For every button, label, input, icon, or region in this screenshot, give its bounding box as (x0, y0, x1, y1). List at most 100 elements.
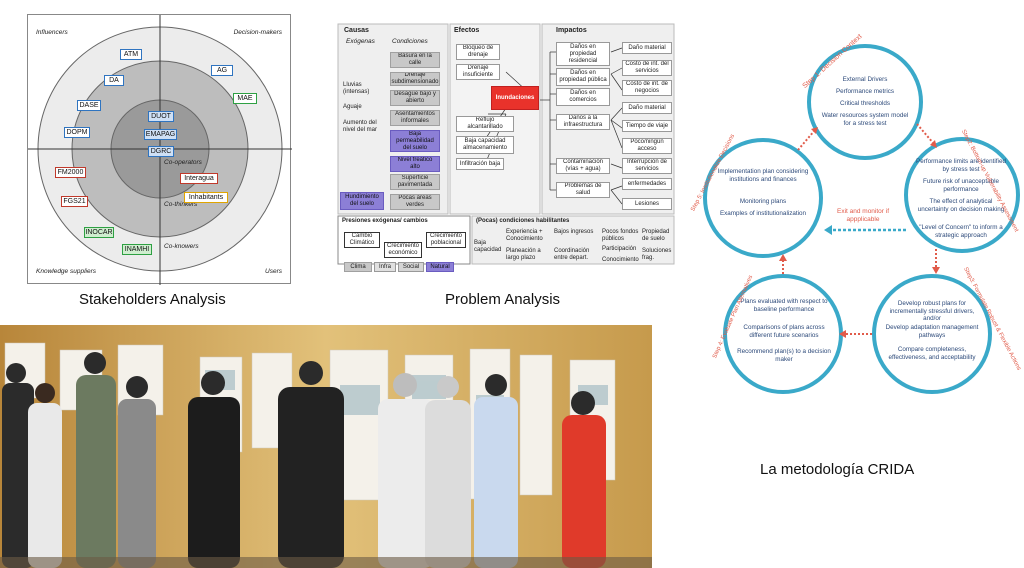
box-emapag: EMAPAG (144, 129, 177, 140)
header-impactos: Impactos (556, 27, 587, 34)
corner-decision-makers: Decision-makers (234, 29, 282, 36)
workshop-photo (0, 325, 652, 568)
impacto-residencial: Daños en propiedad residencial (556, 42, 610, 66)
exogena-hundimiento: Hundimiento del suelo (340, 192, 384, 210)
impacto2-interrupcion: Interrupción de servicios (622, 158, 672, 174)
pocas-title: (Pocas) condiciones habilitantes (476, 218, 569, 224)
pocas-participacion: Participación (602, 246, 642, 253)
pocas-soluciones: Soluciones frag. (642, 248, 674, 262)
presion-crecimiento-economico: Crecimiento económico (384, 242, 422, 258)
cond-basura: Basura en la calle (390, 52, 440, 68)
cond-superficie: Superficie pavimentada (390, 174, 440, 190)
pocas-coordinacion: Coordinación entre depart. (554, 248, 598, 262)
step5-item-3: Examples of institutionalization (716, 210, 810, 218)
step1-item-4: Water resources system model for a stres… (818, 112, 912, 127)
problem-analysis-diagram: Causas Efectos Impactos Exógenas Condici… (336, 22, 676, 272)
workshop-photo-illustration (0, 325, 652, 568)
cond-nivel-freatico: Nivel freático alto (390, 156, 440, 172)
impacto2-lesiones: Lesiones (622, 198, 672, 210)
box-da: DA (104, 75, 124, 86)
box-inamhi: INAMHI (122, 244, 152, 255)
legend-social: Social (398, 262, 424, 272)
box-interagua: Interagua (180, 173, 218, 184)
impacto2-costo-servicios: Costo de int. del servicios (622, 60, 672, 76)
box-fgs21: FGS21 (61, 196, 88, 207)
ring-cooperators: Co-operators (164, 159, 202, 166)
exogena-aguaje: Aguaje (343, 104, 387, 111)
presion-crecimiento-poblacional: Crecimiento poblacional (426, 232, 466, 248)
efecto-baja-capacidad: Baja capacidad almacenamiento (456, 136, 514, 154)
cond-desague: Desagüe bajo y abierto (390, 90, 440, 106)
crida-exit-label: Exit and monitor if appplicable (830, 208, 896, 224)
problem-caption: Problem Analysis (445, 291, 560, 308)
pocas-propiedad: Propiedad de suelo (642, 229, 674, 243)
step2-item-3: The effect of analytical uncertainty on … (915, 198, 1007, 213)
exogena-lluvias: Lluvias (intensas) (343, 82, 387, 96)
cond-drenaje-sub: Drenaje subdimensionado (390, 72, 440, 86)
impacto2-costo-negocios: Costo de int. de negocios (622, 80, 672, 96)
header-exogenas: Exógenas (346, 38, 375, 45)
step1-item-2: Performance metrics (818, 88, 912, 96)
impacto-salud: Problemas de salud (556, 182, 610, 198)
pocas-planeacion: Planeación a largo plazo (506, 248, 552, 262)
efecto-bloqueo: Bloqueo de drenaje (456, 44, 500, 60)
stakeholders-diagram: Influencers Decision-makers Knowledge su… (27, 14, 291, 284)
step3-item-1: Develop robust plans for incrementally s… (884, 300, 980, 323)
impacto-comercios: Daños en comercios (556, 88, 610, 106)
step4-item-2: Comparisons of plans across different fu… (736, 324, 832, 339)
box-inhabitants: Inhabitants (184, 192, 228, 203)
crida-caption: La metodología CRIDA (760, 461, 914, 478)
impacto2-dano-material: Daño material (622, 42, 672, 54)
impacto-infraestructura: Daños a la infraestructura (556, 114, 610, 130)
impacto2-tiempo-viaje: Tiempo de viaje (622, 120, 672, 132)
box-dgrc: DGRC (148, 146, 174, 157)
header-condiciones: Condiciones (392, 38, 428, 45)
presiones-title: Presiones exógenas/ cambios (342, 218, 428, 224)
corner-users: Users (265, 268, 282, 275)
efecto-infiltracion: Infiltración baja (456, 158, 504, 170)
exogena-nivel-mar: Aumento del nivel del mar (343, 120, 387, 134)
efecto-drenaje: Drenaje insuficiente (456, 64, 500, 80)
corner-influencers: Influencers (36, 29, 68, 36)
step2-item-4: "Level of Concern" to inform a strategic… (915, 224, 1007, 239)
presion-cambio-climatico: Cambio Climático (344, 232, 380, 248)
impacto-contaminacion: Contaminación (vías + agua) (556, 158, 610, 174)
impacto2-dano-material-2: Daño material (622, 102, 672, 114)
header-efectos: Efectos (454, 27, 479, 34)
box-atm: ATM (120, 49, 142, 60)
step4-item-3: Recommend plan(s) to a decision maker (736, 348, 832, 363)
step3-item-3: Compare completeness, effectiveness, and… (884, 346, 980, 361)
cond-baja-permeabilidad: Baja permeabilidad del suelo (390, 130, 440, 152)
step2-item-1: Performance limits are identified by str… (915, 158, 1007, 173)
pocas-fondos: Pocos fondos públicos (602, 229, 640, 243)
step3-item-2: Develop adaptation management pathways (884, 324, 980, 339)
box-dopm: DOPM (64, 127, 90, 138)
crida-diagram: External Drivers Performance metrics Cri… (700, 44, 1024, 414)
step1-item-3: Critical thresholds (818, 100, 912, 108)
impacto-publica: Daños en propiedad pública (556, 68, 610, 86)
box-ag: AG (211, 65, 233, 76)
legend-natural: Natural (426, 262, 454, 272)
legend-infra: Infra (374, 262, 396, 272)
box-fm2000: FM2000 (55, 167, 86, 178)
cond-asentamientos: Asentamientos informales (390, 110, 440, 126)
box-duot: DUOT (148, 111, 174, 122)
ring-coknowers: Co-knowers (164, 243, 199, 250)
cond-pocas-areas: Pocas áreas verdes (390, 194, 440, 210)
stakeholders-caption: Stakeholders Analysis (79, 291, 226, 308)
step5-item-1: Implementation plan considering institut… (716, 168, 810, 183)
corner-knowledge-suppliers: Knowledge suppliers (36, 268, 96, 275)
impacto2-enfermedades: enfermedades (622, 178, 672, 190)
efecto-reflujo: Reflujo alcantarillado (456, 116, 514, 132)
pocas-conocimiento: Conocimiento (602, 257, 642, 264)
pocas-bajos-ingresos: Bajos ingresos (554, 229, 594, 236)
pocas-rowlabel: Baja capacidad (474, 240, 504, 254)
box-mae: MAE (233, 93, 257, 104)
legend-clima: Clima (344, 262, 372, 272)
step1-item-1: External Drivers (818, 76, 912, 84)
impacto2-acceso: Poco/ningún acceso (622, 138, 672, 154)
box-dase: DASE (77, 100, 101, 111)
central-inundaciones: Inundaciones (491, 86, 539, 110)
header-causas: Causas (344, 27, 369, 34)
box-inocar: INOCAR (84, 227, 114, 238)
